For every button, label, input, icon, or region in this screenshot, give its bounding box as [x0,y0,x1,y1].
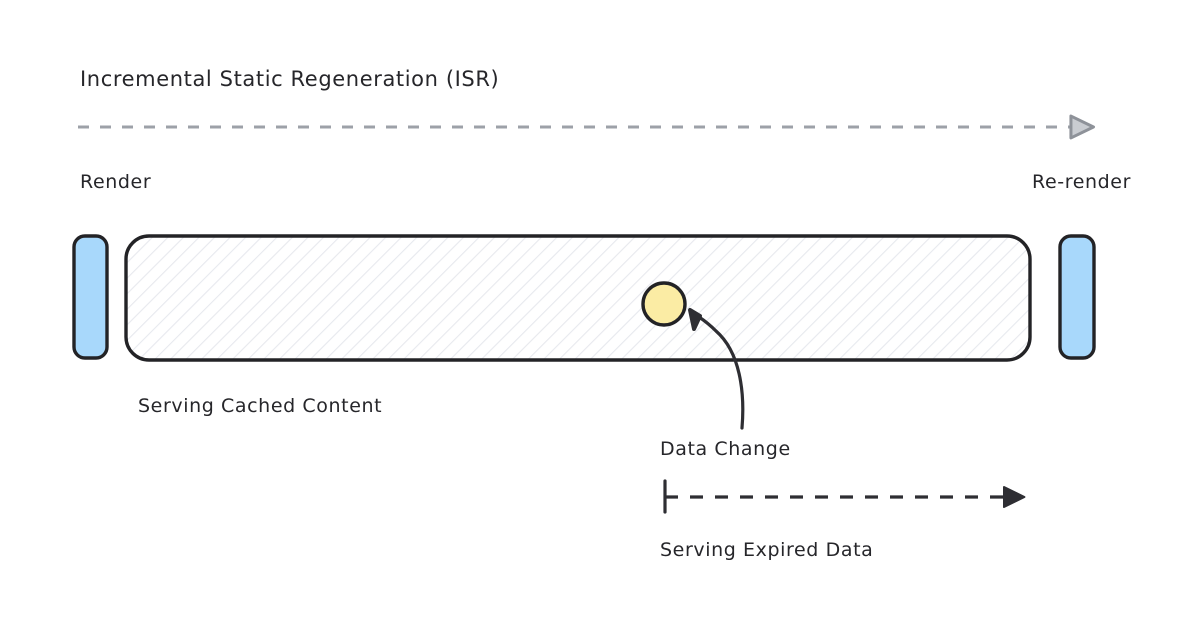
data-change-dot [641,281,687,327]
render-block-right-shape [1058,234,1096,360]
stage-label-re-render: Re-render [1032,171,1131,193]
render-block-left [72,234,109,360]
data-change-pointer-head [688,308,702,331]
expired-data-window-arrow [663,479,1026,514]
data-change-pointer-line [697,315,745,430]
caption-serving-cached-content: Serving Cached Content [138,395,382,417]
cached-content-region [124,234,1032,362]
cached-content-shape [124,234,1032,362]
data-change-marker [641,281,687,327]
data-change-pointer [688,308,745,430]
render-block-right [1058,234,1096,360]
stage-label-render: Render [80,171,151,193]
render-block-left-shape [72,234,109,360]
label-data-change: Data Change [660,438,791,460]
caption-serving-expired-data: Serving Expired Data [660,539,873,561]
diagram-title: Incremental Static Regeneration (ISR) [80,67,499,91]
